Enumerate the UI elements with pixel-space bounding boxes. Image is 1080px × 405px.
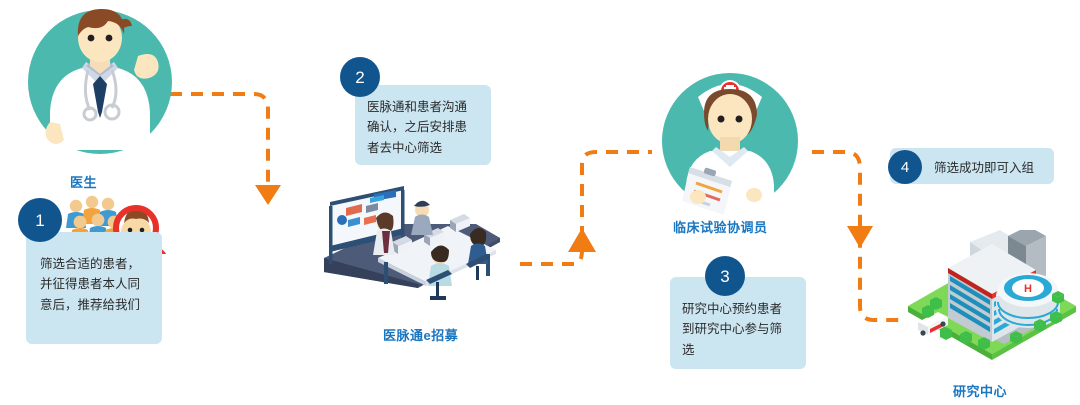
step-2-line-3: 者去中心筛选	[367, 140, 443, 155]
nurse-avatar-icon	[662, 73, 798, 215]
step-4-badge: 4	[888, 150, 922, 184]
step-2-line-1: 医脉通和患者沟通	[367, 100, 468, 114]
connector-1-path	[170, 92, 270, 196]
connector-2-path	[520, 150, 652, 266]
step-2-callout: 医脉通和患者沟通 确认，之后安排患 者去中心筛选	[355, 85, 491, 165]
step-2-number: 2	[355, 67, 365, 87]
step-4-line-1: 筛选成功即可入组	[934, 161, 1035, 175]
step-4-number: 4	[900, 158, 910, 176]
step-2-line-2: 确认，之后安排患	[367, 120, 468, 135]
isometric-office-icon	[324, 186, 500, 300]
step-3-number: 3	[720, 266, 730, 286]
step-3-line-1: 研究中心预约患者	[682, 302, 783, 316]
step-1-badge: 1	[18, 198, 62, 242]
step-3-badge: 3	[705, 256, 745, 296]
step-1-number: 1	[35, 210, 45, 230]
step-4-caption: 研究中心	[953, 384, 1008, 399]
step-1-line-1: 筛选合适的患者，	[40, 257, 141, 271]
step-3-caption: 临床试验协调员	[673, 220, 768, 235]
step-1-callout: 筛选合适的患者， 并征得患者本人同 意后，推荐给我们	[26, 232, 162, 344]
helipad-h-icon: H	[1024, 283, 1032, 295]
step-2-badge: 2	[340, 57, 380, 97]
arrow-down-icon-1	[255, 185, 281, 205]
isometric-hospital-icon: H	[908, 230, 1076, 360]
step-1-line-2: 并征得患者本人同	[40, 277, 141, 292]
arrow-down-icon-3	[847, 226, 873, 248]
step-3-line-2: 到研究中心参与筛	[682, 322, 783, 337]
step-1-caption: 医生	[70, 175, 98, 190]
doctor-avatar-icon	[28, 8, 172, 154]
step-2-caption: 医脉通e招募	[383, 328, 459, 343]
step-1-line-3: 意后，推荐给我们	[40, 297, 141, 312]
arrow-up-icon-2	[568, 228, 596, 252]
step-3-callout: 研究中心预约患者 到研究中心参与筛 选	[670, 277, 806, 369]
ambulance-icon	[918, 312, 948, 336]
step-3-line-3: 选	[682, 342, 695, 357]
